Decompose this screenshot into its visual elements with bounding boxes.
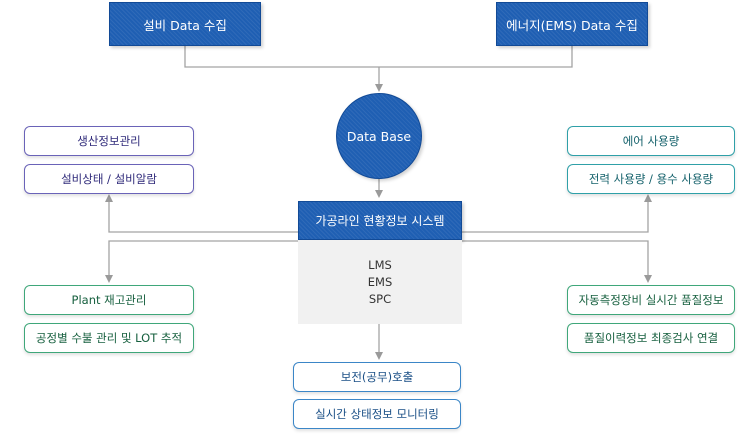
left-bottom-item-lot-tracking: 공정별 수불 관리 및 LOT 추적	[24, 323, 194, 353]
module-ems: EMS	[367, 274, 393, 289]
module-spc: SPC	[368, 291, 392, 306]
right-top-item-power-water-usage: 전력 사용량 / 용수 사용량	[567, 164, 735, 194]
left-top-item-equipment-status: 설비상태 / 설비알람	[24, 164, 194, 194]
left-bottom-item-plant-inventory: Plant 재고관리	[24, 285, 194, 315]
right-top-item-air-usage: 에어 사용량	[567, 126, 735, 156]
source-merge-line	[184, 46, 573, 68]
module-lms: LMS	[368, 257, 392, 272]
right-bottom-item-realtime-quality: 자동측정장비 실시간 품질정보	[567, 285, 735, 315]
source-equipment-data: 설비 Data 수집	[109, 2, 261, 46]
arrow-to-left-bottom	[105, 240, 298, 283]
right-bottom-item-final-inspection: 품질이력정보 최종검사 연결	[567, 323, 735, 353]
arrow-to-right-top	[462, 194, 652, 233]
bottom-item-maintenance-call: 보전(공무)호출	[293, 362, 461, 392]
system-modules: LMS EMS SPC	[298, 240, 462, 324]
arrow-to-right-bottom	[462, 240, 652, 283]
database-node: Data Base	[336, 93, 422, 179]
arrow-to-left-top	[105, 194, 298, 233]
system-title: 가공라인 현황정보 시스템	[298, 201, 462, 240]
left-top-item-production-info: 생산정보관리	[24, 126, 194, 156]
bottom-item-status-monitoring: 실시간 상태정보 모니터링	[293, 399, 461, 429]
source-energy-data: 에너지(EMS) Data 수집	[496, 2, 648, 46]
